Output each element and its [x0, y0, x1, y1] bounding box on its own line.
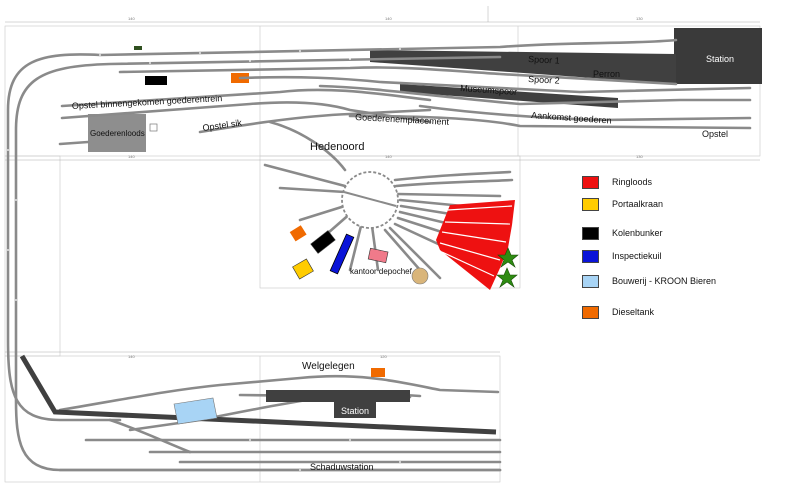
label-hedenoord: Hedenoord: [310, 141, 364, 153]
bouwerij-kroon-bieren: [173, 397, 218, 425]
ringloods-roundhouse: [436, 200, 515, 290]
dim-bottom-left: 140: [128, 354, 135, 359]
label-aankomst-goederen: Aankomst goederen: [531, 110, 612, 126]
label-goederenemplacement: Goederenemplacement: [355, 112, 450, 127]
dim-top-right: 130: [636, 16, 643, 21]
dim-top-left: 140: [128, 16, 135, 21]
goederenloods-building: [88, 114, 146, 152]
label-kantoor-depochef: kantoor depochef: [350, 267, 413, 276]
station-building-top: [674, 28, 762, 84]
legend-item-portaalkraan: Portaalkraan: [582, 198, 792, 216]
legend-label-ringloods: Ringloods: [612, 177, 653, 187]
turntable-bridge: [343, 191, 397, 207]
portaalkraan-depot: [292, 258, 314, 280]
track-joints: [7, 48, 401, 471]
small-loco: [134, 46, 142, 50]
label-schaduwstation: Schaduwstation: [310, 462, 374, 472]
legend-swatch-portaalkraan: [582, 198, 599, 211]
legend-swatch-ringloods: [582, 176, 599, 189]
crate-goederenloods: [149, 123, 158, 132]
legend-label-bouwerij: Bouwerij - KROON Bieren: [612, 276, 717, 286]
label-opstel: Opstel: [702, 129, 728, 139]
label-welgelegen: Welgelegen: [302, 361, 355, 372]
label-opstel-sik: Opstel sik: [202, 118, 243, 133]
dimension-lines: [5, 6, 760, 353]
label-spoor-1: Spoor 1: [528, 54, 560, 66]
legend-item-bouwerij: Bouwerij - KROON Bieren: [582, 275, 792, 293]
platform-welgelegen: [266, 390, 410, 402]
station-building-welgelegen: [334, 402, 376, 418]
legend-item-inspectiekuil: Inspectiekuil: [582, 250, 792, 268]
legend-swatch-bouwerij: [582, 275, 599, 288]
dieseltank-depot: [289, 225, 307, 242]
legend-swatch-kolenbunker: [582, 227, 599, 240]
label-museumspoor: Museumspoor: [460, 83, 518, 97]
label-station-welgelegen: Station: [341, 406, 369, 416]
inspectiekuil-depot: [329, 233, 355, 275]
legend: Ringloods Portaalkraan Kolenbunker Inspe…: [582, 176, 792, 319]
label-goederenloods: Goederenloods: [90, 129, 145, 138]
dim-bottom-mid: 120: [380, 354, 387, 359]
water-tower: [411, 267, 429, 285]
legend-item-dieseltank: Dieseltank: [582, 306, 792, 324]
legend-swatch-dieseltank: [582, 306, 599, 319]
siding-dark-bottom: [19, 354, 497, 435]
legend-label-kolenbunker: Kolenbunker: [612, 228, 663, 238]
dim-mid-left: 140: [128, 154, 135, 159]
legend-item-ringloods: Ringloods: [582, 176, 792, 194]
dim-mid-right: 130: [636, 154, 643, 159]
label-spoor-2: Spoor 2: [528, 74, 560, 86]
legend-swatch-inspectiekuil: [582, 250, 599, 263]
dim-mid-mid: 140: [385, 154, 392, 159]
legend-label-dieseltank: Dieseltank: [612, 307, 655, 317]
legend-item-kolenbunker: Kolenbunker: [582, 227, 792, 245]
legend-label-portaalkraan: Portaalkraan: [612, 199, 664, 209]
dim-top-mid: 140: [385, 16, 392, 21]
tree-2: [496, 267, 518, 288]
legend-label-inspectiekuil: Inspectiekuil: [612, 251, 662, 261]
label-perron: Perron: [593, 69, 620, 79]
tree-1: [497, 247, 519, 268]
kantoor-depochef-building: [367, 247, 389, 264]
label-station-top: Station: [706, 54, 734, 64]
dieseltank-welgelegen: [371, 368, 385, 377]
platform-perron: [370, 50, 676, 84]
kolenbunker-top: [145, 76, 167, 85]
baseboard-grid: [4, 25, 761, 483]
kolenbunker-depot: [310, 230, 336, 254]
